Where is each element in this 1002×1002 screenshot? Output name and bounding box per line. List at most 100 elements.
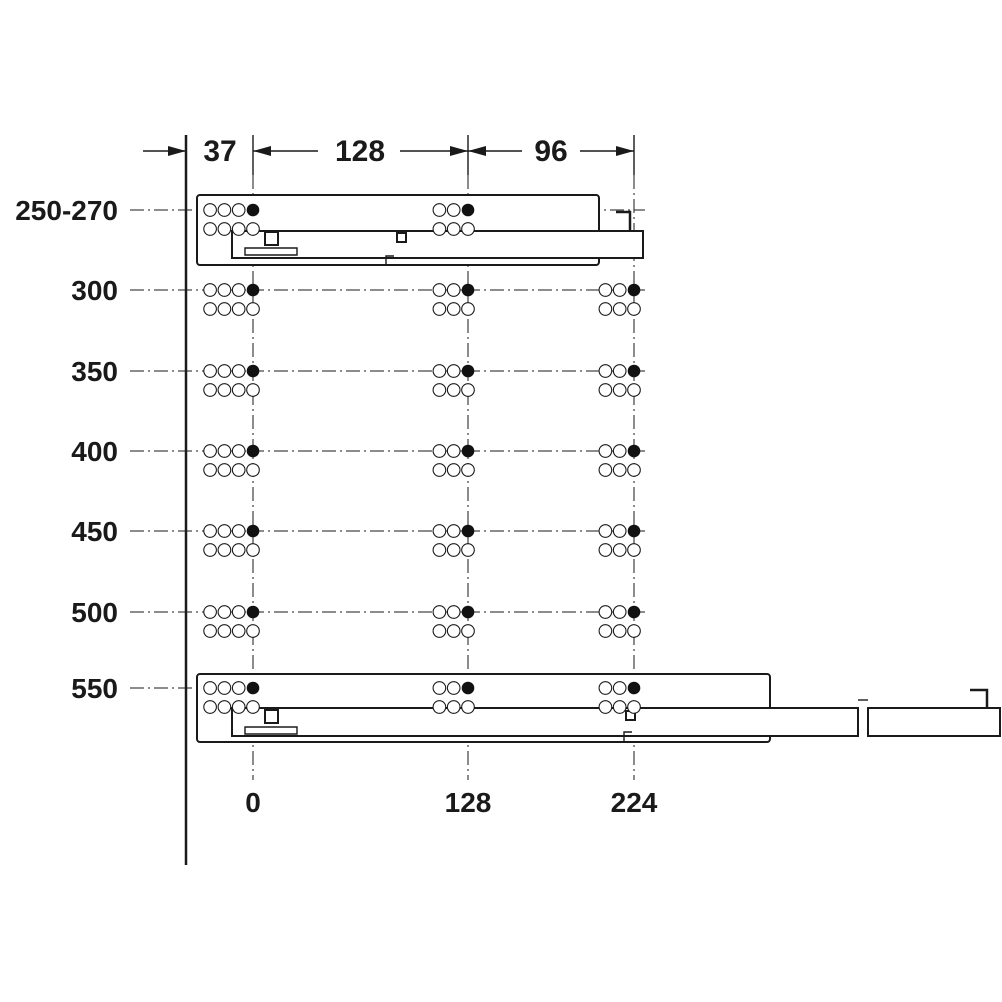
hole-open bbox=[461, 463, 475, 477]
hole-open bbox=[598, 543, 613, 557]
bottom-label-128: 128 bbox=[445, 787, 492, 818]
hole-open bbox=[432, 700, 447, 714]
row-label-450: 450 bbox=[71, 516, 118, 547]
hole-open bbox=[246, 383, 260, 397]
hole-open bbox=[203, 222, 217, 236]
row-label-350: 350 bbox=[71, 356, 118, 387]
hole-open bbox=[612, 444, 627, 458]
hole-open bbox=[598, 624, 613, 638]
hole-open bbox=[231, 463, 246, 477]
bottom-label-0: 0 bbox=[245, 787, 261, 818]
hole-open bbox=[627, 463, 641, 477]
hole-open bbox=[217, 302, 232, 316]
hole-open bbox=[598, 463, 613, 477]
hole-open bbox=[612, 302, 627, 316]
hole-open bbox=[446, 624, 461, 638]
hole-open bbox=[612, 524, 627, 538]
hole-open bbox=[217, 700, 232, 714]
hole-open bbox=[598, 681, 613, 695]
hole-open bbox=[598, 302, 613, 316]
hole-open bbox=[446, 383, 461, 397]
hole-open bbox=[432, 222, 447, 236]
hole-marked bbox=[627, 364, 641, 378]
hole-open bbox=[432, 302, 447, 316]
hole-marked bbox=[461, 444, 475, 458]
hole-open bbox=[231, 681, 246, 695]
hole-open bbox=[612, 364, 627, 378]
hole-open bbox=[432, 203, 447, 217]
hole-open bbox=[217, 543, 232, 557]
hole-open bbox=[612, 463, 627, 477]
hole-open bbox=[432, 364, 447, 378]
hole-open bbox=[446, 605, 461, 619]
hole-open bbox=[432, 383, 447, 397]
bottom-label-224: 224 bbox=[611, 787, 658, 818]
hole-open bbox=[432, 463, 447, 477]
hole-open bbox=[627, 624, 641, 638]
hole-open bbox=[231, 283, 246, 297]
hole-open bbox=[598, 283, 613, 297]
hole-open bbox=[612, 605, 627, 619]
hole-marked bbox=[627, 681, 641, 695]
hole-open bbox=[217, 364, 232, 378]
hole-open bbox=[461, 543, 475, 557]
hole-open bbox=[446, 700, 461, 714]
hole-open bbox=[446, 222, 461, 236]
hole-open bbox=[612, 624, 627, 638]
hole-open bbox=[627, 700, 641, 714]
hole-open bbox=[446, 444, 461, 458]
row-label-550: 550 bbox=[71, 673, 118, 704]
hole-open bbox=[231, 203, 246, 217]
hole-open bbox=[612, 283, 627, 297]
hole-open bbox=[598, 364, 613, 378]
hole-open bbox=[231, 543, 246, 557]
hole-marked bbox=[627, 605, 641, 619]
hole-marked bbox=[627, 283, 641, 297]
hole-marked bbox=[461, 364, 475, 378]
hole-open bbox=[461, 383, 475, 397]
hole-open bbox=[203, 463, 217, 477]
hole-open bbox=[231, 383, 246, 397]
hole-open bbox=[203, 681, 217, 695]
hole-open bbox=[246, 543, 260, 557]
hole-open bbox=[446, 524, 461, 538]
hole-open bbox=[217, 383, 232, 397]
hole-open bbox=[612, 681, 627, 695]
hole-open bbox=[446, 302, 461, 316]
bottom-drawer-runner bbox=[196, 673, 1001, 743]
hole-open bbox=[203, 444, 217, 458]
hole-open bbox=[446, 681, 461, 695]
hole-pattern bbox=[203, 203, 641, 714]
dimension-label-128: 128 bbox=[335, 135, 385, 168]
hole-open bbox=[461, 222, 475, 236]
hole-open bbox=[432, 283, 447, 297]
hole-marked bbox=[627, 524, 641, 538]
hole-open bbox=[217, 444, 232, 458]
hole-open bbox=[432, 681, 447, 695]
dimension-line-top bbox=[143, 146, 634, 156]
hole-marked bbox=[461, 283, 475, 297]
row-label-250-270: 250-270 bbox=[15, 195, 118, 226]
hole-open bbox=[217, 524, 232, 538]
hole-open bbox=[446, 203, 461, 217]
row-label-400: 400 bbox=[71, 436, 118, 467]
hole-open bbox=[203, 364, 217, 378]
hole-open bbox=[231, 605, 246, 619]
top-drawer-runner bbox=[196, 194, 644, 266]
hole-marked bbox=[461, 605, 475, 619]
hole-open bbox=[598, 524, 613, 538]
hole-open bbox=[627, 302, 641, 316]
hole-open bbox=[203, 203, 217, 217]
hole-open bbox=[446, 364, 461, 378]
hole-open bbox=[231, 524, 246, 538]
hole-open bbox=[246, 302, 260, 316]
hole-marked bbox=[627, 444, 641, 458]
hole-open bbox=[203, 524, 217, 538]
hole-marked bbox=[246, 524, 260, 538]
hole-open bbox=[461, 624, 475, 638]
hole-open bbox=[217, 222, 232, 236]
hole-open bbox=[246, 463, 260, 477]
hole-open bbox=[446, 463, 461, 477]
hole-open bbox=[231, 700, 246, 714]
hole-marked bbox=[461, 203, 475, 217]
